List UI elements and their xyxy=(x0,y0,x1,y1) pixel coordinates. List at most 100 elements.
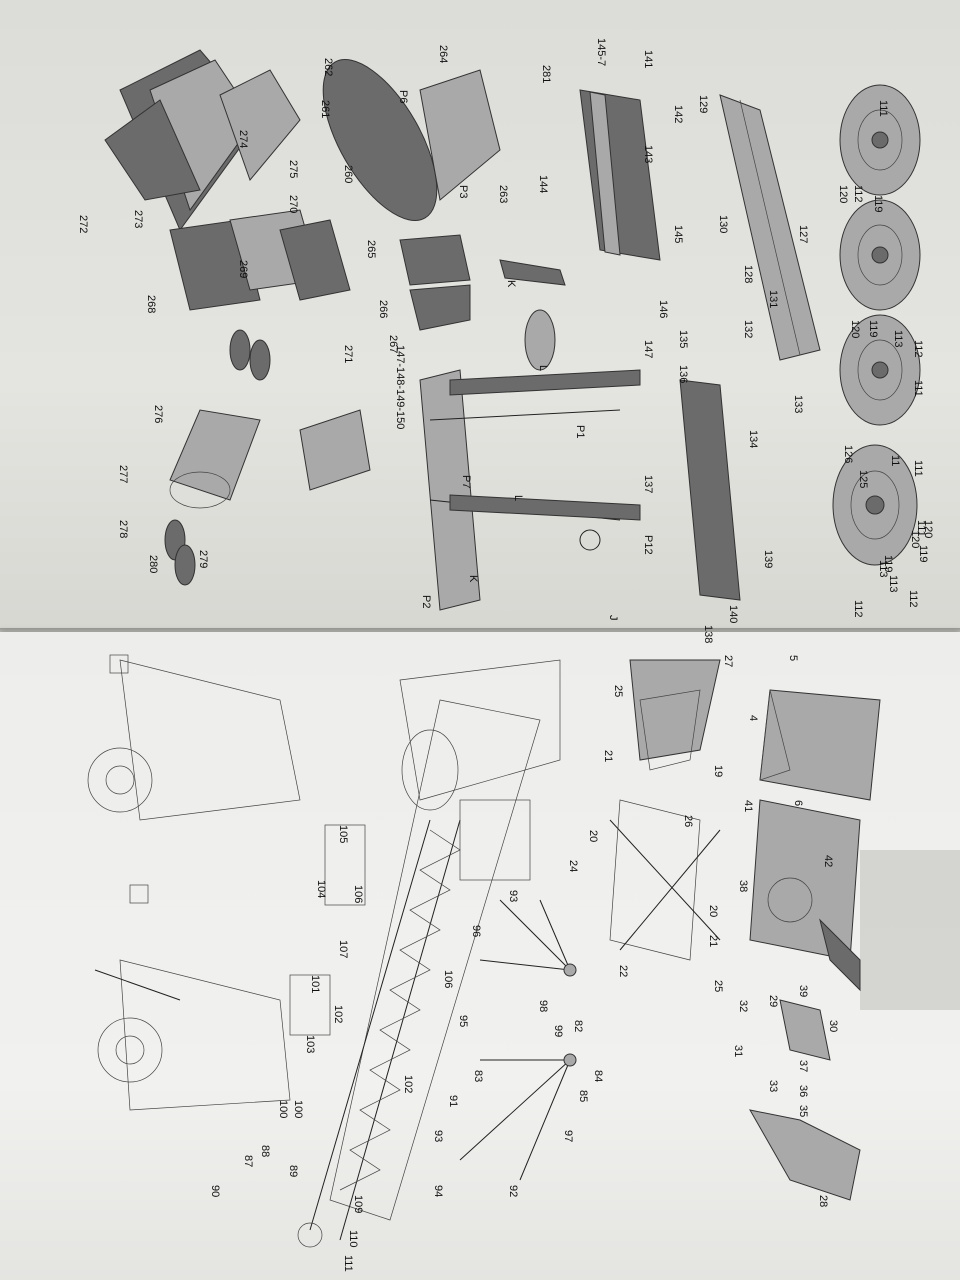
part-label: 281 xyxy=(540,65,552,83)
part-label: 32 xyxy=(737,1000,749,1012)
part-label: 262 xyxy=(322,58,334,76)
part-label: L xyxy=(512,495,524,501)
part-label: 145-7 xyxy=(595,38,607,66)
part-label: 106 xyxy=(442,970,454,988)
part-label: 140 xyxy=(727,605,739,623)
part-label: 36 xyxy=(797,1085,809,1097)
part-label: 129 xyxy=(697,95,709,113)
part-label: 263 xyxy=(497,185,509,203)
part-label: 113 xyxy=(887,575,899,593)
part-label: 132 xyxy=(742,320,754,338)
part-label: 93 xyxy=(432,1130,444,1142)
part-label: 25 xyxy=(612,685,624,697)
part-label: K xyxy=(467,575,479,583)
part-label: 146 xyxy=(657,300,669,318)
part-label: 280 xyxy=(147,555,159,573)
part-label: 27 xyxy=(722,655,734,667)
part-label: 102 xyxy=(332,1005,344,1023)
part-label: 136 xyxy=(677,365,689,383)
part-label: 24 xyxy=(567,860,579,872)
part-label: 93 xyxy=(507,890,519,902)
part-label: 269 xyxy=(237,260,249,278)
part-label: 90 xyxy=(209,1185,221,1197)
part-label: 106 xyxy=(352,885,364,903)
part-label: 267 xyxy=(387,335,399,353)
part-label: 130 xyxy=(717,215,729,233)
part-label: 97 xyxy=(562,1130,574,1142)
part-label: 279 xyxy=(197,550,209,568)
truck-view-bottom xyxy=(94,959,291,1111)
part-label: P1 xyxy=(574,425,586,438)
part-label: 107 xyxy=(337,940,349,958)
sheet-rectangles xyxy=(289,824,366,1036)
part-label: 94 xyxy=(432,1185,444,1197)
part-label: 83 xyxy=(472,1070,484,1082)
part-label: 272 xyxy=(77,215,89,233)
small-brackets xyxy=(299,234,566,491)
part-label: J xyxy=(607,615,619,621)
part-label: 105 xyxy=(337,825,349,843)
part-label: 88 xyxy=(259,1145,271,1157)
part-label: 110 xyxy=(347,1230,359,1248)
legs-82-99 xyxy=(459,899,577,1181)
wheel-2 xyxy=(839,199,921,311)
part-label: 38 xyxy=(737,880,749,892)
part-label: 20 xyxy=(587,830,599,842)
part-label: 274 xyxy=(237,130,249,148)
wheel-4 xyxy=(832,444,918,566)
part-label: L xyxy=(537,365,549,371)
part-label: 111 xyxy=(912,380,924,397)
part-label: 112 xyxy=(852,185,864,203)
part-label: 127 xyxy=(797,225,809,243)
part-label: 25 xyxy=(712,980,724,992)
chassis-frame xyxy=(719,94,821,361)
mudguards xyxy=(104,49,301,232)
wheel-3 xyxy=(839,314,921,426)
part-label: 11 xyxy=(889,455,901,466)
part-label: 100 xyxy=(292,1100,304,1118)
part-label: 35 xyxy=(797,1105,809,1117)
part-label: 145 xyxy=(672,225,684,243)
part-label: 91 xyxy=(447,1095,459,1107)
part-label: 277 xyxy=(117,465,129,483)
part-label: 147-148-149-150 xyxy=(394,345,406,429)
part-label: 103 xyxy=(304,1035,316,1053)
part-label: 19 xyxy=(712,765,724,777)
part-label: 30 xyxy=(827,1020,839,1032)
part-label: 37 xyxy=(797,1060,809,1072)
part-label: 261 xyxy=(319,100,331,118)
part-label: 112 xyxy=(852,600,864,618)
part-label: 265 xyxy=(365,240,377,258)
part-label: P12 xyxy=(642,535,654,555)
tank-cylinder xyxy=(164,329,271,586)
part-label: 22 xyxy=(617,965,629,977)
part-label: 120 xyxy=(849,320,861,338)
part-label: 278 xyxy=(117,520,129,538)
part-label: 260 xyxy=(342,165,354,183)
part-label: 104 xyxy=(315,880,327,898)
part-label: 276 xyxy=(152,405,164,423)
part-label: 111 xyxy=(912,460,924,477)
part-label: 119 xyxy=(872,195,884,213)
part-label: 99 xyxy=(552,1025,564,1037)
part-label: 268 xyxy=(145,295,157,313)
part-label: 109 xyxy=(352,1195,364,1213)
part-label: 89 xyxy=(287,1165,299,1177)
part-label: 271 xyxy=(342,345,354,363)
steps-box xyxy=(169,209,351,311)
part-label: 84 xyxy=(592,1070,604,1082)
part-label: 137 xyxy=(642,475,654,493)
part-label: 113 xyxy=(892,330,904,348)
wheel-1 xyxy=(839,84,921,196)
part-label: 111 xyxy=(915,520,927,537)
part-label: 20 xyxy=(707,905,719,917)
leaf-spring-rear xyxy=(679,379,741,601)
part-label: 119 xyxy=(867,320,879,338)
part-label: 126 xyxy=(842,445,854,463)
part-label: 26 xyxy=(682,815,694,827)
part-label: P3 xyxy=(457,185,469,198)
shaded-panel xyxy=(860,850,960,1010)
part-label: 21 xyxy=(707,935,719,947)
part-label: 82 xyxy=(572,1020,584,1032)
